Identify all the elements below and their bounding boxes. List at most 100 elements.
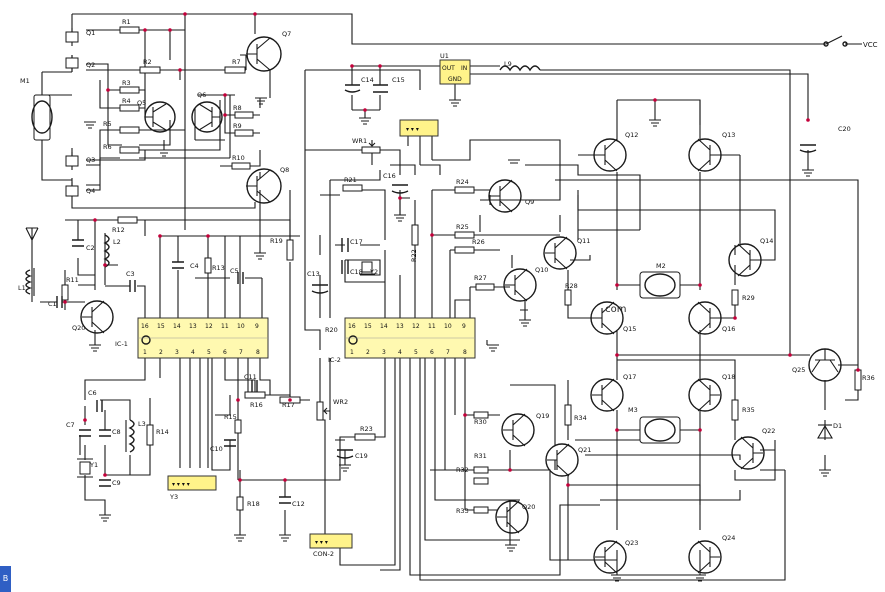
label-C13: C13 (307, 270, 320, 278)
label-R31: R31 (474, 452, 487, 460)
ic2-pin: 1 (350, 349, 354, 356)
label-R4: R4 (122, 97, 131, 105)
capacitor-c16 (391, 184, 409, 194)
label-R9: R9 (233, 122, 242, 130)
ic-1-package (137, 317, 269, 359)
capacitor-c3 (129, 280, 136, 292)
transistor-q20 (495, 500, 529, 534)
svg-text:▾ ▾ ▾: ▾ ▾ ▾ (406, 126, 419, 133)
capacitor-c10 (224, 439, 236, 447)
label-D1: D1 (833, 422, 842, 430)
resistor-r21 (342, 184, 363, 192)
capacitor-c6 (96, 400, 103, 412)
mosfet-q2 (65, 55, 79, 72)
transistor-q17 (590, 378, 624, 412)
resistor-r34 (564, 404, 572, 426)
label-R18: R18 (247, 500, 260, 508)
resistor-r4 (119, 104, 140, 112)
label-Q13: Q13 (722, 131, 735, 139)
label-C20: C20 (838, 125, 851, 133)
transistor-q14 (728, 243, 762, 277)
label-Q21: Q21 (578, 446, 591, 454)
components (25, 26, 862, 514)
svg-text:▾ ▾ ▾: ▾ ▾ ▾ (315, 539, 328, 546)
label-C15: C15 (392, 76, 405, 84)
resistor-r24 (454, 186, 475, 194)
ic1-pin: 3 (175, 349, 179, 356)
ic2-top-pins: 16 15 14 13 12 11 10 9 (348, 323, 466, 330)
transistor-q19 (501, 413, 535, 447)
u1-regulator (439, 59, 471, 85)
transistor-q24 (688, 540, 722, 574)
capacitor-c17 (341, 238, 349, 252)
label-R19: R19 (270, 237, 283, 245)
label-C16: C16 (383, 172, 396, 180)
capacitor-c18 (341, 260, 349, 274)
label-R17: R17 (282, 401, 295, 409)
resistor-r26 (454, 246, 475, 254)
label-Q16: Q16 (722, 325, 735, 333)
label-R5: R5 (103, 120, 112, 128)
ic2-pin: 14 (380, 323, 388, 330)
ic2-pin: 16 (348, 323, 356, 330)
resistor-r33 (473, 506, 489, 514)
label-R32: R32 (456, 466, 469, 474)
resistor-r11 (61, 284, 69, 301)
label-R8: R8 (233, 104, 242, 112)
label-Q6: Q6 (197, 91, 206, 99)
label-Y1: Y1 (89, 461, 98, 469)
capacitor-c2 (72, 239, 84, 247)
resistor-r16 (244, 391, 266, 399)
label-Q23: Q23 (625, 539, 638, 547)
label-C12: C12 (292, 500, 305, 508)
label-R21: R21 (344, 176, 357, 184)
capacitor-c8 (99, 429, 111, 437)
label-R23: R23 (360, 425, 373, 433)
label-Q3: Q3 (86, 156, 95, 164)
label-Q9: Q9 (525, 198, 534, 206)
label-R14: R14 (156, 428, 169, 436)
transistor-q20-rf (80, 300, 114, 334)
label-R1: R1 (122, 18, 131, 26)
ic2-pin: 7 (446, 349, 450, 356)
transistor-q11 (543, 236, 577, 270)
resistor-r18 (236, 496, 244, 511)
ic2-pin: 5 (414, 349, 418, 356)
label-M3: M3 (628, 406, 638, 414)
label-R36: R36 (862, 374, 875, 382)
transistor-q13 (688, 138, 722, 172)
label-L9: L9 (504, 60, 512, 68)
label-Q24: Q24 (722, 534, 735, 542)
ic2-pin: 4 (398, 349, 402, 356)
capacitor-c12 (279, 496, 291, 504)
ic1-pin: 4 (191, 349, 195, 356)
capacitor-c20 (799, 144, 817, 153)
resistor-r23 (354, 433, 376, 441)
label-R24: R24 (456, 178, 469, 186)
ic2-pin: 15 (364, 323, 372, 330)
capacitor-c19 (336, 449, 354, 459)
connector-con2: ▾ ▾ ▾ (309, 533, 353, 549)
connector-y3: ▾ ▾ ▾ ▾ (167, 475, 217, 491)
capacitor-c9 (99, 479, 111, 487)
label-R3: R3 (122, 79, 131, 87)
resistor-r31 (473, 466, 489, 474)
resistor-r5 (119, 126, 140, 134)
transistor-q12 (593, 138, 627, 172)
ic2-bottom-pins: 1 2 3 4 5 6 7 8 (350, 349, 467, 356)
label-R30: R30 (474, 418, 487, 426)
label-C7: C7 (66, 421, 75, 429)
resistor-r19 (286, 239, 294, 261)
ic1-name: IC-1 (115, 340, 128, 348)
label-C6: C6 (88, 389, 97, 397)
label-R12: R12 (112, 226, 125, 234)
watermark: .com (602, 304, 627, 315)
resistor-r35 (731, 399, 739, 421)
ic1-pin: 15 (157, 323, 165, 330)
connector-top: ▾ ▾ ▾ (399, 119, 439, 137)
transistor-q10 (503, 268, 537, 302)
resistor-r29 (731, 289, 739, 306)
label-L3: L3 (138, 420, 146, 428)
label-Q22: Q22 (762, 427, 775, 435)
label-R25: R25 (456, 223, 469, 231)
